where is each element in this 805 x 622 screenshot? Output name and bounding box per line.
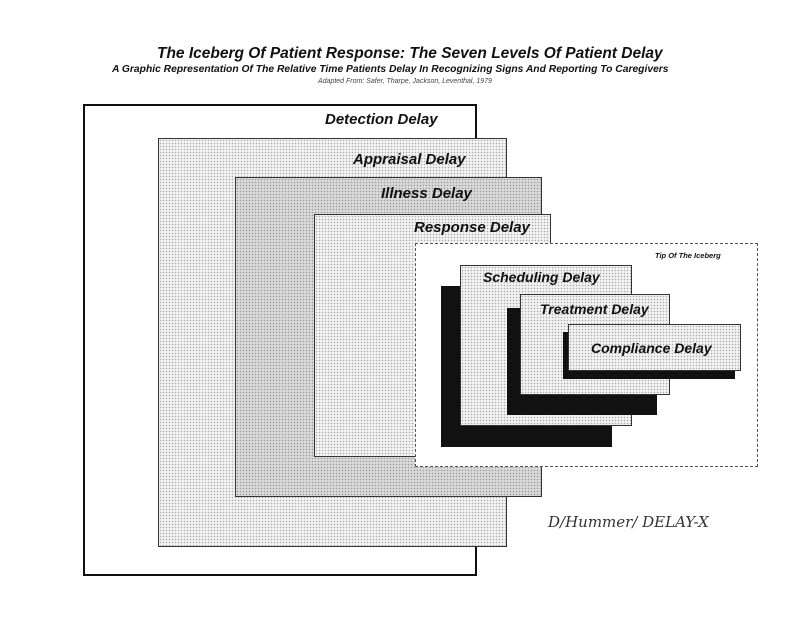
illness-delay-label: Illness Delay — [381, 185, 472, 202]
scheduling-delay-label: Scheduling Delay — [483, 269, 600, 285]
treatment-delay-label: Treatment Delay — [540, 301, 649, 317]
detection-delay-label: Detection Delay — [325, 111, 438, 128]
subtitle: A Graphic Representation Of The Relative… — [112, 64, 669, 75]
title: The Iceberg Of Patient Response: The Sev… — [157, 45, 663, 62]
tip-of-iceberg-label: Tip Of The Iceberg — [655, 251, 721, 260]
appraisal-delay-label: Appraisal Delay — [353, 151, 466, 168]
compliance-delay-label: Compliance Delay — [591, 340, 712, 356]
handwritten-note: D/Hummer/ DELAY-X — [548, 513, 709, 531]
compliance-delay-box — [568, 324, 741, 371]
source: Adapted From: Safer, Tharpe, Jackson, Le… — [318, 78, 492, 85]
response-delay-label: Response Delay — [414, 219, 530, 236]
